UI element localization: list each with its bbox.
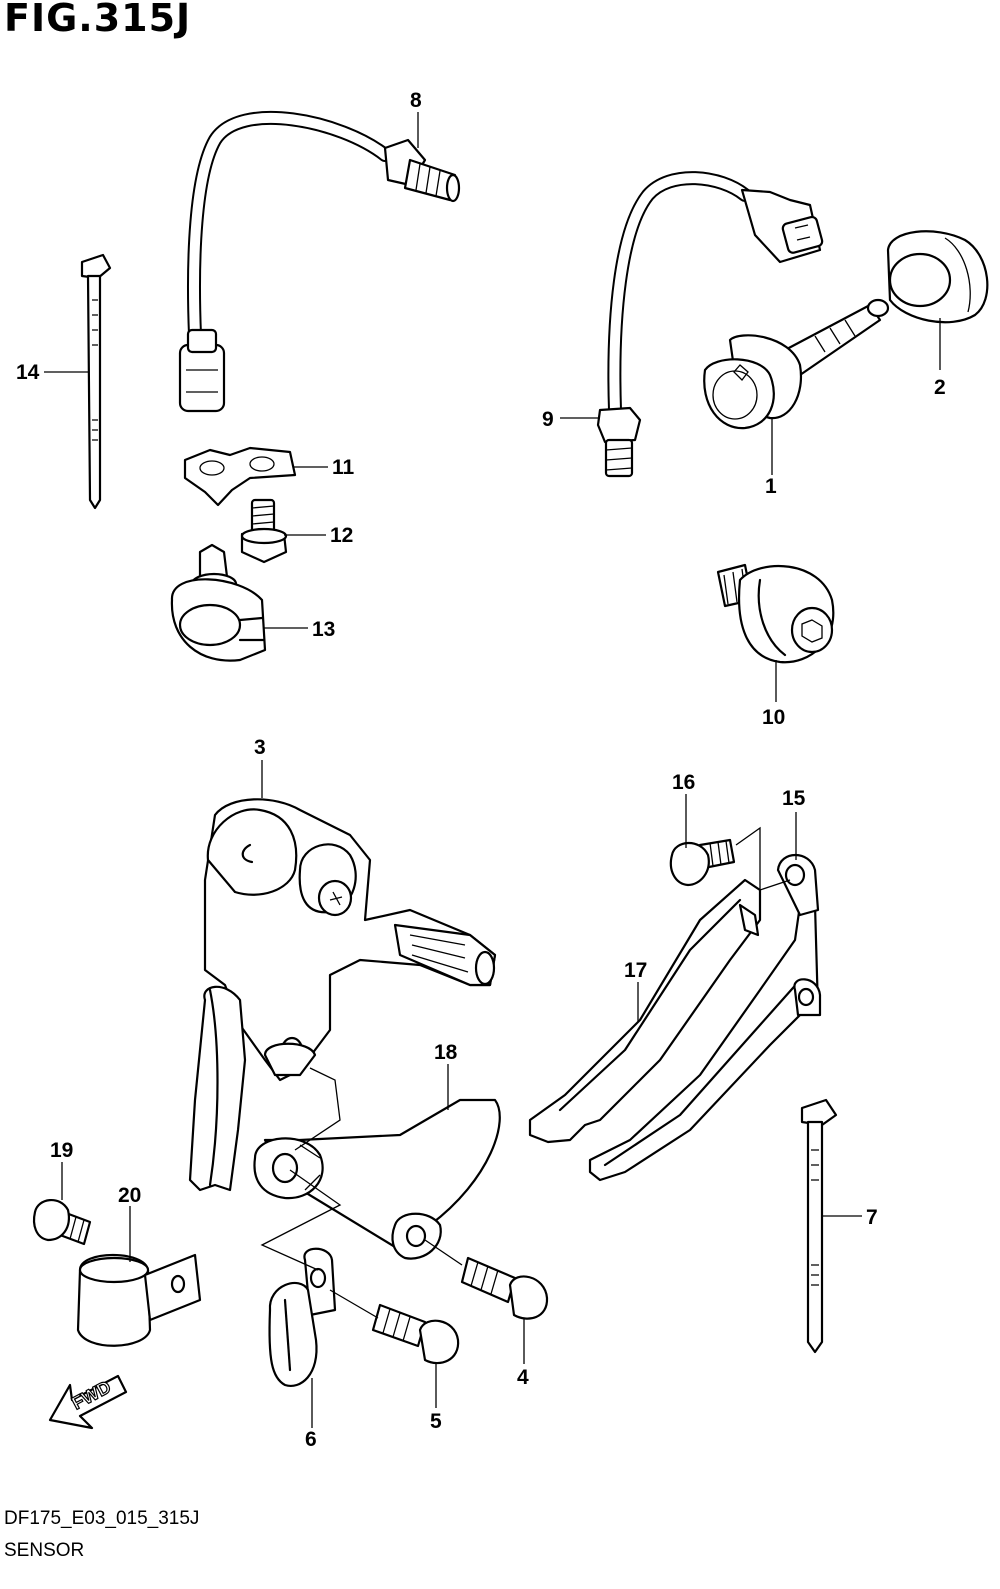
callout-16: 16 [672, 771, 695, 794]
part-18-bracket [253, 1098, 501, 1260]
callout-18: 18 [434, 1041, 458, 1064]
part-20-clamp [76, 1253, 202, 1347]
callout-7: 7 [866, 1206, 878, 1229]
callout-14: 14 [16, 361, 40, 384]
part-19-bolt [32, 1199, 92, 1246]
callout-20: 20 [118, 1184, 141, 1207]
callout-15: 15 [782, 787, 806, 810]
part-8-sensor-cable [178, 110, 461, 413]
callout-3: 3 [254, 736, 266, 759]
part-2-grommet [886, 230, 989, 324]
part-11-plate [183, 446, 297, 507]
callout-9: 9 [542, 408, 554, 431]
callout-1: 1 [765, 475, 777, 498]
part-1-sensor [703, 298, 890, 430]
callout-5: 5 [430, 1410, 442, 1433]
figure-title: FIG.315J [4, 0, 192, 40]
part-7-cable-tie [800, 1098, 838, 1354]
part-10-sensor [716, 563, 835, 664]
part-3-bracket-assembly [188, 798, 497, 1192]
part-5-bolt [371, 1303, 460, 1365]
callout-11: 11 [332, 456, 355, 479]
callout-10: 10 [762, 706, 785, 729]
callout-2: 2 [934, 376, 946, 399]
assembly-guide-lines [260, 826, 791, 1319]
callout-6: 6 [305, 1428, 317, 1451]
callout-17: 17 [624, 959, 647, 982]
callout-numbers: 8 14 11 12 13 9 2 1 10 3 16 15 17 18 7 1… [16, 89, 946, 1451]
part-14-cable-tie [80, 253, 112, 510]
part-12-bolt [240, 498, 288, 564]
figure-name: SENSOR [4, 1540, 85, 1561]
figure-code: DF175_E03_015_315J [4, 1508, 200, 1529]
part-4-bolt [460, 1256, 549, 1320]
leader-lines [44, 112, 941, 1428]
callout-8: 8 [410, 89, 422, 112]
part-16-bolt [669, 838, 736, 887]
callout-19: 19 [50, 1139, 73, 1162]
part-17-long-bracket [528, 854, 822, 1182]
callout-13: 13 [312, 618, 335, 641]
part-13-clamp [170, 543, 267, 662]
fwd-direction-marker: FWD [48, 1374, 128, 1430]
callout-4: 4 [517, 1366, 529, 1389]
part-6-clip [268, 1247, 337, 1388]
part-9-sensor-cable [596, 171, 824, 478]
callout-12: 12 [330, 524, 353, 547]
